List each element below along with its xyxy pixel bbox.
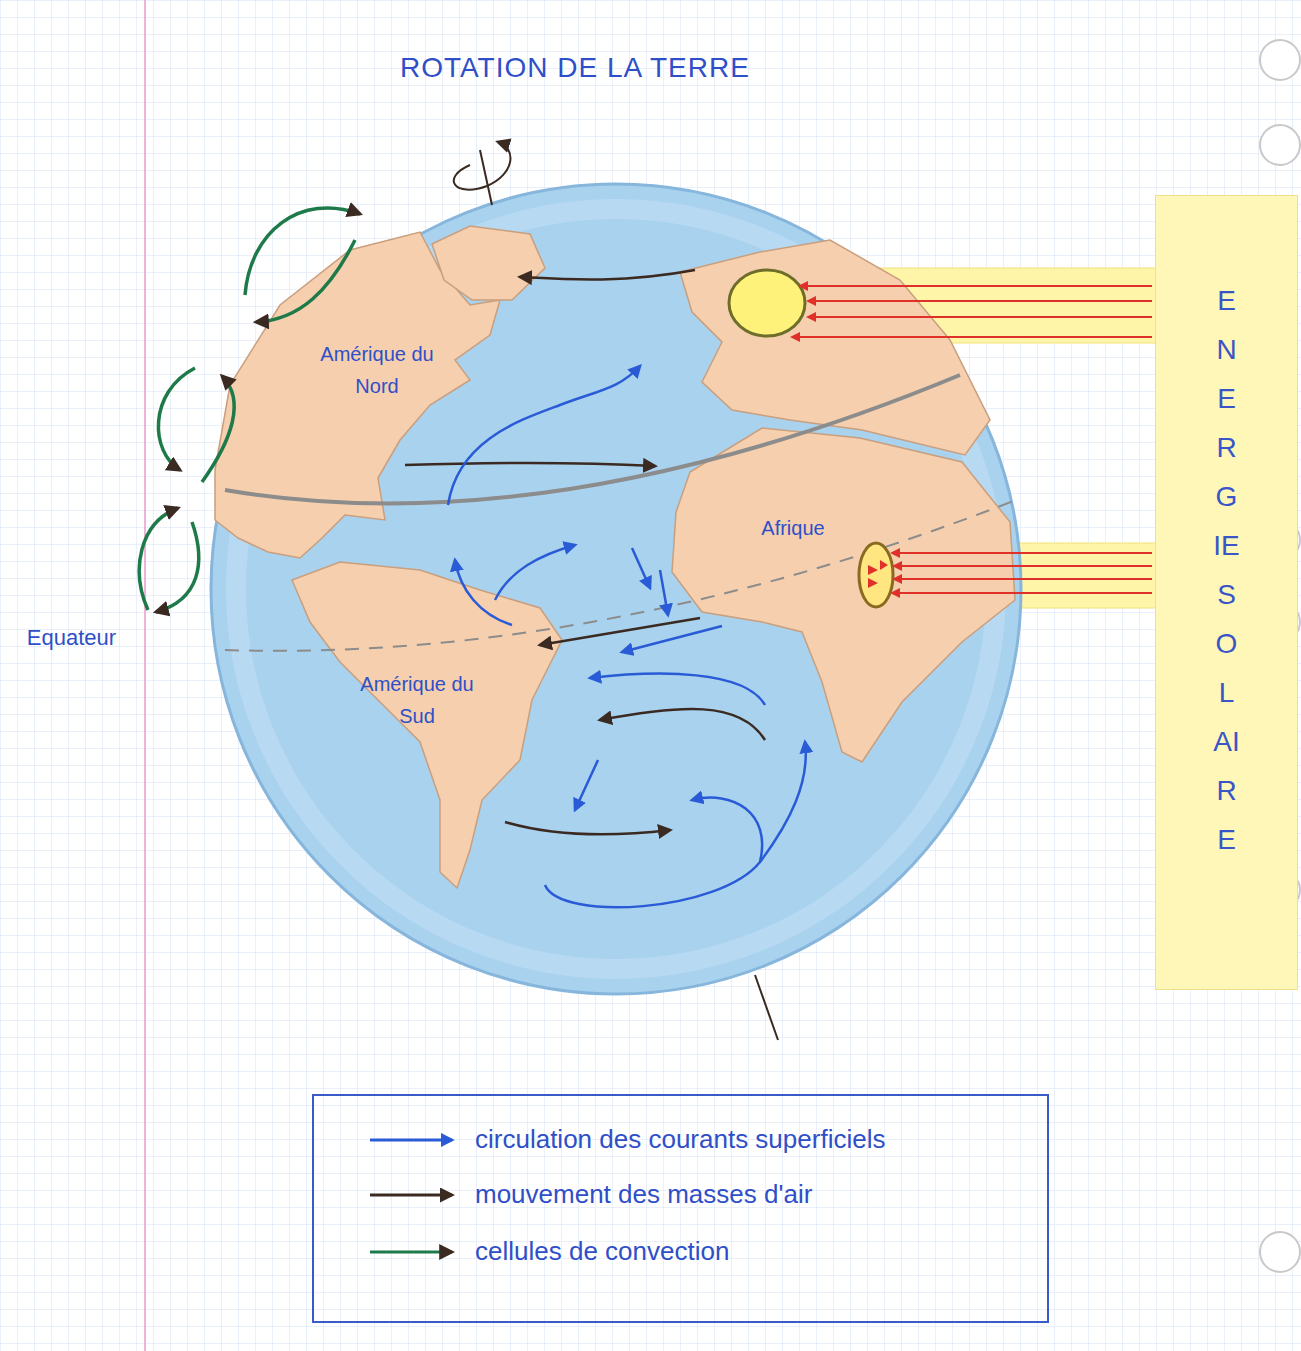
air-mass-arrow <box>505 822 670 834</box>
air-mass-arrow <box>405 463 655 466</box>
ocean-current-arrow <box>575 760 598 810</box>
punch-hole <box>1260 125 1300 165</box>
map-label: Amérique du Sud <box>358 668 476 732</box>
rotation-axis <box>454 142 778 1040</box>
vertical-heading: ENERGIE SOLAIRE <box>1213 276 1241 864</box>
air-mass-arrow <box>520 270 695 280</box>
ocean-current-arrow <box>632 548 650 588</box>
legend-entry: mouvement des masses d'air <box>475 1179 812 1210</box>
solar-ray <box>792 286 1152 593</box>
latitude-line <box>225 375 1016 651</box>
sun-spot <box>729 270 805 336</box>
legend-entry: circulation des courants superficiels <box>475 1124 885 1155</box>
solar-ray <box>892 552 1152 554</box>
rotation-axis <box>480 150 492 205</box>
ocean-current-arrow <box>590 674 765 705</box>
convection-cell <box>139 208 360 612</box>
convection-cell <box>245 208 360 295</box>
air-mass-arrow <box>600 709 765 740</box>
ocean-current-arrow <box>545 742 806 907</box>
legend-entry: cellules de convection <box>475 1236 729 1267</box>
globe <box>211 184 1021 994</box>
ocean-current-arrow <box>448 366 806 907</box>
solar-ray <box>792 336 1152 338</box>
solar-ray <box>800 285 1152 287</box>
map-label: Equateur <box>14 620 129 655</box>
convection-cell <box>158 368 195 470</box>
sun-spot <box>868 560 888 588</box>
rotation-axis <box>454 142 511 190</box>
solar-energy-band: ENERGIE SOLAIRE <box>1155 195 1298 990</box>
title: ROTATION DE LA TERRE <box>400 52 750 84</box>
legend-frame <box>313 1095 1048 1322</box>
convection-cell <box>139 508 178 610</box>
ocean-current-arrow <box>455 560 512 625</box>
legend-arrow <box>370 1194 452 1197</box>
convection-cell <box>256 240 355 322</box>
punch-hole <box>1260 1232 1300 1272</box>
legend-arrow <box>370 1251 452 1254</box>
solar-ray <box>892 592 1152 594</box>
air-mass-arrow <box>540 618 700 645</box>
convection-cell <box>202 376 234 482</box>
legend-frame <box>313 1095 1048 1322</box>
sun-spot <box>729 270 893 607</box>
continent <box>292 562 562 888</box>
map-label: Afrique <box>738 512 848 544</box>
ocean-current-arrow <box>622 626 722 652</box>
rotation-axis <box>755 975 778 1040</box>
legend-arrow <box>370 1140 452 1252</box>
solar-ray <box>808 300 1152 302</box>
air-mass-arrow <box>405 270 765 834</box>
solar-ray <box>894 578 1152 580</box>
continent <box>215 226 1015 888</box>
continent <box>432 226 545 300</box>
ocean-current-arrow <box>660 570 668 615</box>
convection-cell <box>156 522 199 612</box>
legend-arrow <box>370 1139 452 1142</box>
ocean-current-arrow <box>448 366 640 505</box>
punch-hole <box>1260 40 1300 80</box>
map-label: Amérique du Nord <box>318 338 436 402</box>
solar-ray <box>808 316 1152 318</box>
sun-spot <box>859 543 893 607</box>
globe <box>211 184 1021 994</box>
solar-ray <box>894 565 1152 567</box>
latitude-line <box>225 500 1016 651</box>
ocean-current-arrow <box>495 545 575 600</box>
ocean-current-arrow <box>692 798 762 862</box>
graph-paper <box>144 0 146 1351</box>
